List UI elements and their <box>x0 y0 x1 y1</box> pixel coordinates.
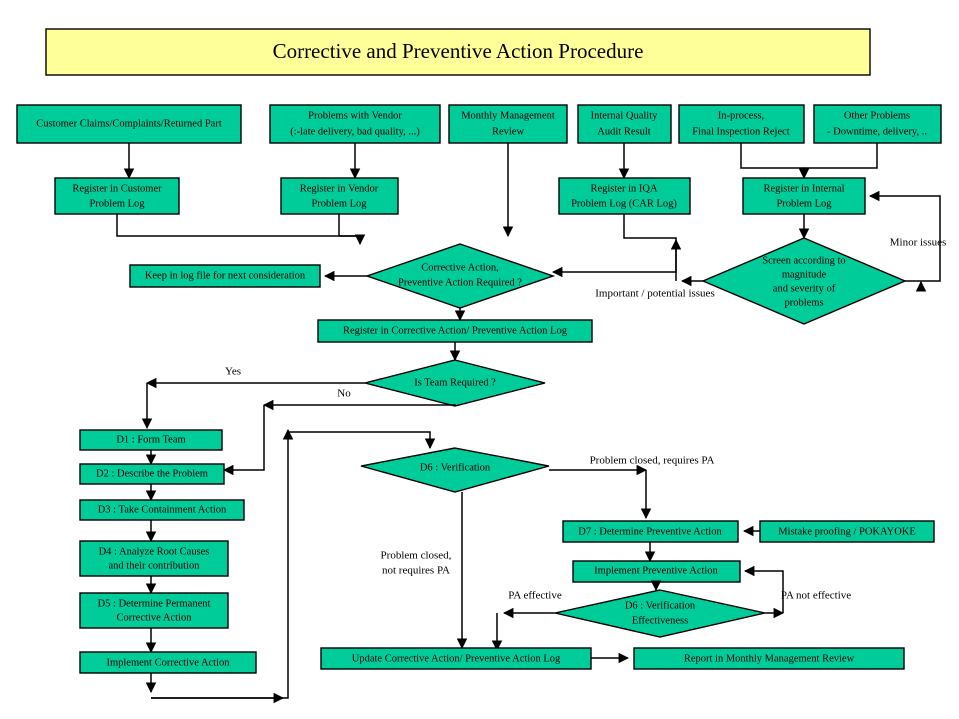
title-banner <box>45 28 871 76</box>
edge-label-pa-not-effective: PA not effective <box>781 590 851 602</box>
node-register-iqa-problem-log-line1: Register in IQA <box>590 183 657 194</box>
edge-team-no-down <box>222 405 265 476</box>
node-register-iqa-problem-log[interactable] <box>558 177 691 215</box>
node-report-monthly-management-review[interactable] <box>633 647 905 670</box>
edge-label-no: No <box>337 388 351 400</box>
edge-in5-to-reg4 <box>740 143 810 180</box>
node-d4-analyze-root-causes-line2: and their contribution <box>109 560 201 571</box>
edge-label-problem-closed-line2: not requires PA <box>382 565 450 577</box>
node-decision-screen-magnitude-line2: magnitude <box>782 269 827 280</box>
node-d3-containment-action[interactable] <box>79 499 245 521</box>
node-input-in-process-final-inspection-line2: Final Inspection Reject <box>692 126 789 137</box>
node-input-in-process-final-inspection[interactable] <box>678 104 805 144</box>
node-decision-screen-magnitude[interactable] <box>701 237 907 325</box>
edge-label-problem-closed-requires-pa: Problem closed, requires PA <box>590 455 715 467</box>
node-register-iqa-problem-log-line2: Problem Log (CAR Log) <box>571 198 677 209</box>
node-decision-d6-verification-line1: D6 : Verification <box>420 462 491 473</box>
node-decision-d6-verification-effectiveness-line1: D6 : Verification <box>625 600 696 611</box>
node-decision-capa-required-line2: Preventive Action Required ? <box>398 277 522 288</box>
page-title: Corrective and Preventive Action Procedu… <box>273 39 644 63</box>
node-d5-determine-permanent-ca[interactable] <box>79 592 229 629</box>
node-d4-analyze-root-causes[interactable] <box>79 540 229 577</box>
node-register-capa-log-line1: Register in Corrective Action/ Preventiv… <box>343 325 568 336</box>
node-d1-form-team-line1: D1 : Form Team <box>116 434 185 445</box>
node-update-capa-log-line1: Update Corrective Action/ Preventive Act… <box>352 653 561 664</box>
node-decision-is-team-required-line1: Is Team Required ? <box>414 377 496 388</box>
node-input-internal-quality-audit-line2: Audit Result <box>597 126 650 137</box>
node-input-vendor-problems-line2: (:-late delivery, bad quality, ...) <box>290 126 420 137</box>
edge-reg1-to-capa <box>116 214 366 246</box>
node-input-vendor-problems-line1: Problems with Vendor <box>308 110 402 121</box>
node-implement-corrective-action[interactable] <box>79 651 257 674</box>
node-decision-screen-magnitude-line1: Screen according to <box>762 255 845 266</box>
node-report-monthly-management-review-line1: Report in Monthly Management Review <box>684 653 855 664</box>
node-input-in-process-final-inspection-line1: In-process, <box>718 110 764 121</box>
node-decision-d6-verification-effectiveness[interactable] <box>554 589 766 638</box>
edge-d6-riser-top <box>288 431 436 450</box>
node-d2-describe-problem[interactable] <box>79 463 225 485</box>
node-input-monthly-management-review[interactable] <box>448 104 568 144</box>
edge-reg3-to-capa <box>551 214 677 278</box>
edge-label-pa-effective: PA effective <box>508 590 562 602</box>
node-input-customer-claims-line1: Customer Claims/Complaints/Returned Part <box>36 118 222 129</box>
node-decision-d6-verification-effectiveness-line2: Effectiveness <box>632 615 688 626</box>
node-d5-determine-permanent-ca-line2: Corrective Action <box>117 612 193 623</box>
node-register-internal-problem-log[interactable] <box>742 177 866 215</box>
node-d2-describe-problem-line1: D2 : Describe the Problem <box>96 468 208 479</box>
edge-label-minor-issues: Minor issues <box>890 237 947 249</box>
edge-label-important-potential-issues: Important / potential issues <box>595 288 714 300</box>
node-keep-in-log-file[interactable] <box>129 264 321 288</box>
node-register-vendor-problem-log[interactable] <box>280 177 399 215</box>
node-input-internal-quality-audit-line1: Internal Quality <box>591 110 659 121</box>
edge-pa-not-effective-up <box>743 565 784 613</box>
edge-label-problem-closed-line1: Problem closed, <box>381 550 452 562</box>
node-register-customer-problem-log[interactable] <box>54 177 180 215</box>
node-mistake-proofing-pokayoke-line1: Mistake proofing / POKAYOKE <box>778 526 916 537</box>
node-register-vendor-problem-log-line1: Register in Vendor <box>300 183 379 194</box>
node-decision-d6-verification[interactable] <box>360 447 550 493</box>
edge-in6-to-reg4 <box>804 143 878 169</box>
node-input-other-problems-line2: - Downtime, delivery, .. <box>827 126 927 137</box>
node-implement-corrective-action-line1: Implement Corrective Action <box>106 657 230 668</box>
node-decision-capa-required-line1: Corrective Action, <box>421 262 499 273</box>
node-register-internal-problem-log-line1: Register in Internal <box>763 183 844 194</box>
node-input-monthly-management-review-line2: Review <box>492 126 524 137</box>
node-d7-determine-preventive-action-line1: D7 : Determine Preventive Action <box>578 526 722 537</box>
node-input-monthly-management-review-line1: Monthly Management <box>461 110 555 121</box>
node-register-internal-problem-log-line2: Problem Log <box>776 198 832 209</box>
node-input-customer-claims[interactable] <box>16 104 242 144</box>
node-d4-analyze-root-causes-line1: D4 : Analyze Root Causes <box>99 546 210 557</box>
node-keep-in-log-file-line1: Keep in log file for next consideration <box>145 270 306 281</box>
node-register-customer-problem-log-line1: Register in Customer <box>72 183 162 194</box>
node-decision-screen-magnitude-line3: and severity of <box>773 283 836 294</box>
node-decision-screen-magnitude-line4: problems <box>784 297 823 308</box>
node-input-other-problems-line1: Other Problems <box>844 110 910 121</box>
node-d3-containment-action-line1: D3 : Take Containment Action <box>98 504 227 515</box>
node-d5-determine-permanent-ca-line1: D5 : Determine Permanent <box>98 598 211 609</box>
node-register-vendor-problem-log-line2: Problem Log <box>311 198 367 209</box>
node-implement-preventive-action-line1: Implement Preventive Action <box>594 565 718 576</box>
edge-team-no <box>262 399 456 411</box>
node-decision-capa-required[interactable] <box>364 243 556 309</box>
edge-label-yes: Yes <box>225 366 241 378</box>
edge-reg2-to-capa <box>338 214 360 237</box>
node-register-customer-problem-log-line2: Problem Log <box>89 198 145 209</box>
